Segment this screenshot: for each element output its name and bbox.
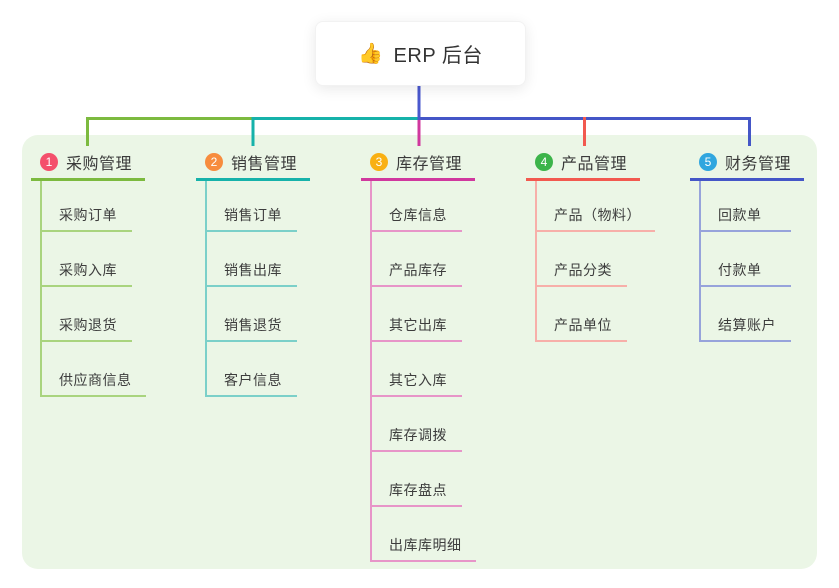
child-node[interactable]: 其它入库 (372, 342, 462, 397)
child-node[interactable]: 仓库信息 (372, 181, 462, 232)
badge-2: 2 (205, 152, 223, 171)
child-node[interactable]: 产品分类 (537, 232, 627, 287)
root-node[interactable]: 👍 ERP 后台 (315, 21, 526, 86)
branch-product: 4 产品管理 产品（物料） 产品分类 产品单位 (526, 145, 655, 342)
badge-5: 5 (699, 152, 717, 171)
branch-children-product: 产品（物料） 产品分类 产品单位 (535, 181, 655, 342)
badge-1: 1 (40, 152, 58, 171)
child-node[interactable]: 产品单位 (537, 287, 627, 342)
child-node[interactable]: 客户信息 (207, 342, 297, 397)
branch-label: 采购管理 (66, 155, 133, 173)
child-node[interactable]: 回款单 (701, 181, 791, 232)
thumbs-up-icon: 👍 (358, 42, 384, 65)
branch-header-finance[interactable]: 5 财务管理 (690, 145, 804, 181)
mindmap-panel (22, 135, 817, 569)
child-node[interactable]: 供应商信息 (42, 342, 146, 397)
child-node[interactable]: 库存调拨 (372, 397, 462, 452)
child-node[interactable]: 销售退货 (207, 287, 297, 342)
child-node[interactable]: 产品库存 (372, 232, 462, 287)
child-node[interactable]: 付款单 (701, 232, 791, 287)
badge-3: 3 (370, 152, 388, 171)
branch-finance: 5 财务管理 回款单 付款单 结算账户 (690, 145, 804, 342)
child-node[interactable]: 结算账户 (701, 287, 791, 342)
branch-children-finance: 回款单 付款单 结算账户 (699, 181, 804, 342)
branch-header-sales[interactable]: 2 销售管理 (196, 145, 310, 181)
child-node[interactable]: 其它出库 (372, 287, 462, 342)
branch-label: 销售管理 (231, 155, 298, 173)
branch-label: 财务管理 (725, 155, 792, 173)
child-node[interactable]: 销售出库 (207, 232, 297, 287)
child-node[interactable]: 出库库明细 (372, 507, 476, 562)
child-node[interactable]: 库存盘点 (372, 452, 462, 507)
child-node[interactable]: 产品（物料） (537, 181, 655, 232)
branch-purchase: 1 采购管理 采购订单 采购入库 采购退货 供应商信息 (31, 145, 146, 397)
branch-header-product[interactable]: 4 产品管理 (526, 145, 640, 181)
badge-4: 4 (535, 152, 553, 171)
child-node[interactable]: 采购入库 (42, 232, 132, 287)
branch-header-purchase[interactable]: 1 采购管理 (31, 145, 145, 181)
child-node[interactable]: 销售订单 (207, 181, 297, 232)
branch-children-sales: 销售订单 销售出库 销售退货 客户信息 (205, 181, 310, 397)
branch-header-inventory[interactable]: 3 库存管理 (361, 145, 475, 181)
branch-children-inventory: 仓库信息 产品库存 其它出库 其它入库 库存调拨 库存盘点 出库库明细 (370, 181, 476, 562)
root-node-label: ERP 后台 (393, 45, 483, 67)
branch-label: 产品管理 (561, 155, 628, 173)
branch-children-purchase: 采购订单 采购入库 采购退货 供应商信息 (40, 181, 146, 397)
child-node[interactable]: 采购退货 (42, 287, 132, 342)
child-node[interactable]: 采购订单 (42, 181, 132, 232)
branch-label: 库存管理 (396, 155, 463, 173)
branch-sales: 2 销售管理 销售订单 销售出库 销售退货 客户信息 (196, 145, 310, 397)
branch-inventory: 3 库存管理 仓库信息 产品库存 其它出库 其它入库 库存调拨 库存盘点 出库库… (361, 145, 476, 562)
